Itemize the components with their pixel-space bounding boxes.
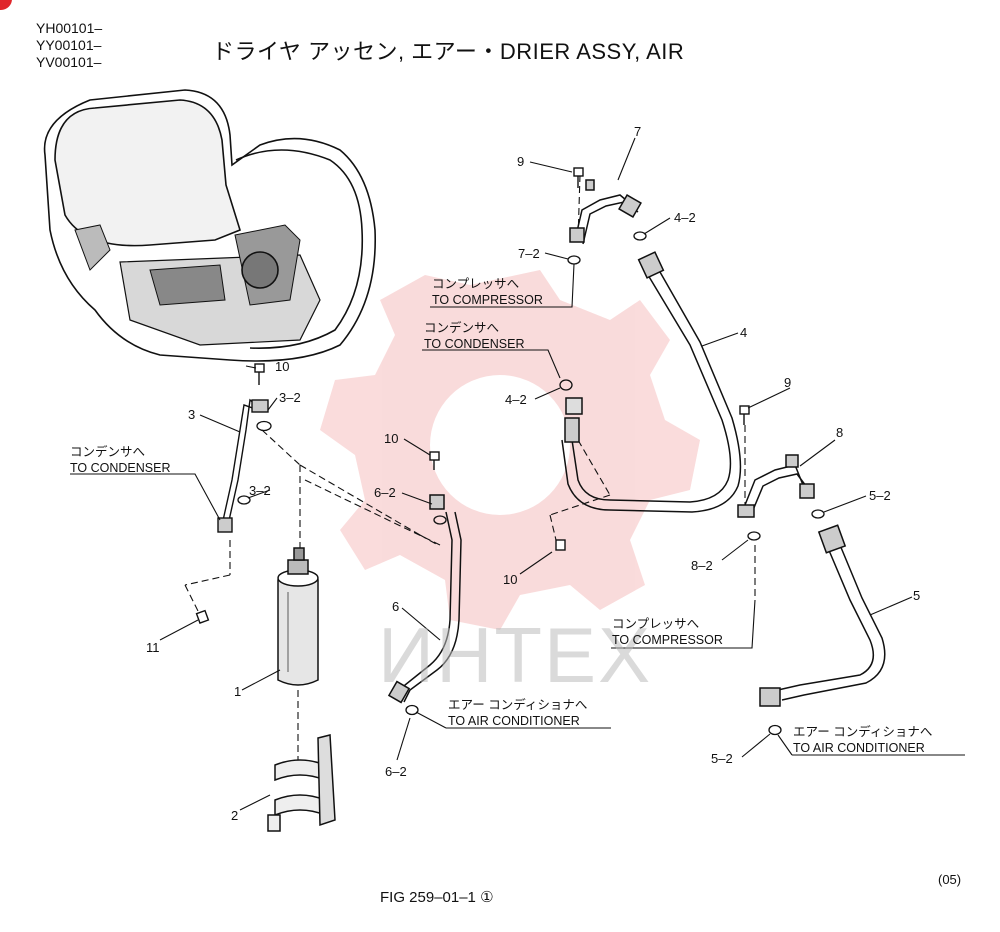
corner-marker bbox=[0, 0, 12, 10]
o-ring-3-2a bbox=[256, 420, 272, 432]
note-to-air-conditioner: エアー コンディショナへ TO AIR CONDITIONER bbox=[448, 697, 587, 729]
bolt-10c bbox=[555, 539, 566, 551]
note-jp: エアー コンディショナへ bbox=[448, 698, 588, 712]
o-ring-7-2 bbox=[567, 255, 581, 265]
machine-body-illustration bbox=[43, 89, 377, 362]
model-code: YH00101– bbox=[36, 20, 103, 36]
callout-2: 2 bbox=[231, 808, 239, 823]
callout-8-2: 8–2 bbox=[691, 558, 713, 573]
callout-6-2: 6–2 bbox=[385, 764, 407, 779]
bolt-9a bbox=[573, 167, 584, 188]
o-ring-4-2b bbox=[559, 379, 573, 391]
callout-leaders bbox=[159, 137, 913, 811]
note-en: TO COMPRESSOR bbox=[432, 293, 543, 307]
bolt-9b bbox=[739, 405, 750, 425]
note-en: TO CONDENSER bbox=[70, 461, 171, 475]
note-to-air-conditioner: エアー コンディショナへ TO AIR CONDITIONER bbox=[793, 724, 932, 756]
hose-4 bbox=[561, 251, 742, 513]
leader-lines bbox=[184, 174, 756, 770]
note-to-compressor: コンプレッサへ TO COMPRESSOR bbox=[432, 276, 543, 308]
figure-number: FIG 259–01–1 ① bbox=[380, 889, 494, 906]
callout-10: 10 bbox=[384, 431, 399, 446]
callout-4-2: 4–2 bbox=[674, 210, 696, 225]
o-ring-8-2 bbox=[747, 531, 761, 541]
callout-4: 4 bbox=[740, 325, 748, 340]
note-en: TO COMPRESSOR bbox=[612, 633, 723, 647]
bolt-11 bbox=[195, 609, 210, 624]
page-code: (05) bbox=[938, 872, 962, 887]
o-ring-3-2b bbox=[237, 495, 251, 505]
callout-3-2: 3–2 bbox=[279, 390, 301, 405]
o-ring-5-2b bbox=[768, 724, 782, 736]
bolt-10b bbox=[429, 451, 440, 470]
o-ring-6-2b bbox=[405, 704, 419, 716]
pipe-8 bbox=[737, 454, 815, 518]
model-codes: YH00101– YY00101– YV00101– bbox=[36, 20, 102, 71]
callout-6-2: 6–2 bbox=[374, 485, 396, 500]
note-to-condenser: コンデンサへ TO CONDENSER bbox=[424, 320, 524, 352]
callout-7: 7 bbox=[634, 124, 642, 139]
receiver-drier bbox=[277, 547, 319, 686]
callout-5: 5 bbox=[913, 588, 921, 603]
model-code: YY00101– bbox=[36, 37, 102, 53]
note-jp: コンデンサへ bbox=[424, 321, 500, 335]
note-en: TO CONDENSER bbox=[424, 337, 525, 351]
callout-10: 10 bbox=[275, 359, 290, 374]
callout-9: 9 bbox=[784, 375, 792, 390]
o-ring-5-2a bbox=[811, 509, 825, 519]
model-code: YV00101– bbox=[36, 54, 102, 70]
note-leaders bbox=[70, 263, 965, 756]
callout-4-2: 4–2 bbox=[505, 392, 527, 407]
note-jp: コンデンサへ bbox=[70, 445, 146, 459]
hose-5 bbox=[759, 524, 886, 707]
note-to-condenser: コンデンサへ TO CONDENSER bbox=[70, 444, 170, 476]
note-en: TO AIR CONDITIONER bbox=[448, 714, 580, 728]
callout-11: 11 bbox=[146, 640, 160, 655]
note-jp: コンプレッサへ bbox=[432, 277, 520, 291]
page-title: ドライヤ アッセン, エアー・DRIER ASSY, AIR bbox=[212, 39, 685, 64]
note-jp: エアー コンディショナへ bbox=[793, 725, 933, 739]
note-jp: コンプレッサへ bbox=[612, 617, 700, 631]
bracket-2 bbox=[267, 734, 336, 832]
pipe-3 bbox=[217, 398, 269, 533]
callout-1: 1 bbox=[234, 684, 242, 699]
callout-5-2: 5–2 bbox=[869, 488, 891, 503]
callout-3-2: 3–2 bbox=[249, 483, 271, 498]
note-en: TO AIR CONDITIONER bbox=[793, 741, 925, 755]
callout-6: 6 bbox=[392, 599, 400, 614]
o-ring-6-2a bbox=[433, 515, 447, 525]
callout-3: 3 bbox=[188, 407, 196, 422]
callout-10: 10 bbox=[503, 572, 518, 587]
watermark-text: ИНТЕХ bbox=[378, 611, 653, 699]
callout-5-2: 5–2 bbox=[711, 751, 733, 766]
o-ring-4-2a bbox=[633, 231, 647, 241]
bolt-10a bbox=[254, 363, 265, 385]
note-to-compressor: コンプレッサへ TO COMPRESSOR bbox=[612, 616, 723, 648]
callout-9: 9 bbox=[517, 154, 525, 169]
pipe-6 bbox=[387, 494, 462, 704]
watermark-gear bbox=[320, 270, 700, 630]
pipe-7 bbox=[569, 179, 642, 245]
callout-7-2: 7–2 bbox=[518, 246, 540, 261]
callout-8: 8 bbox=[836, 425, 844, 440]
